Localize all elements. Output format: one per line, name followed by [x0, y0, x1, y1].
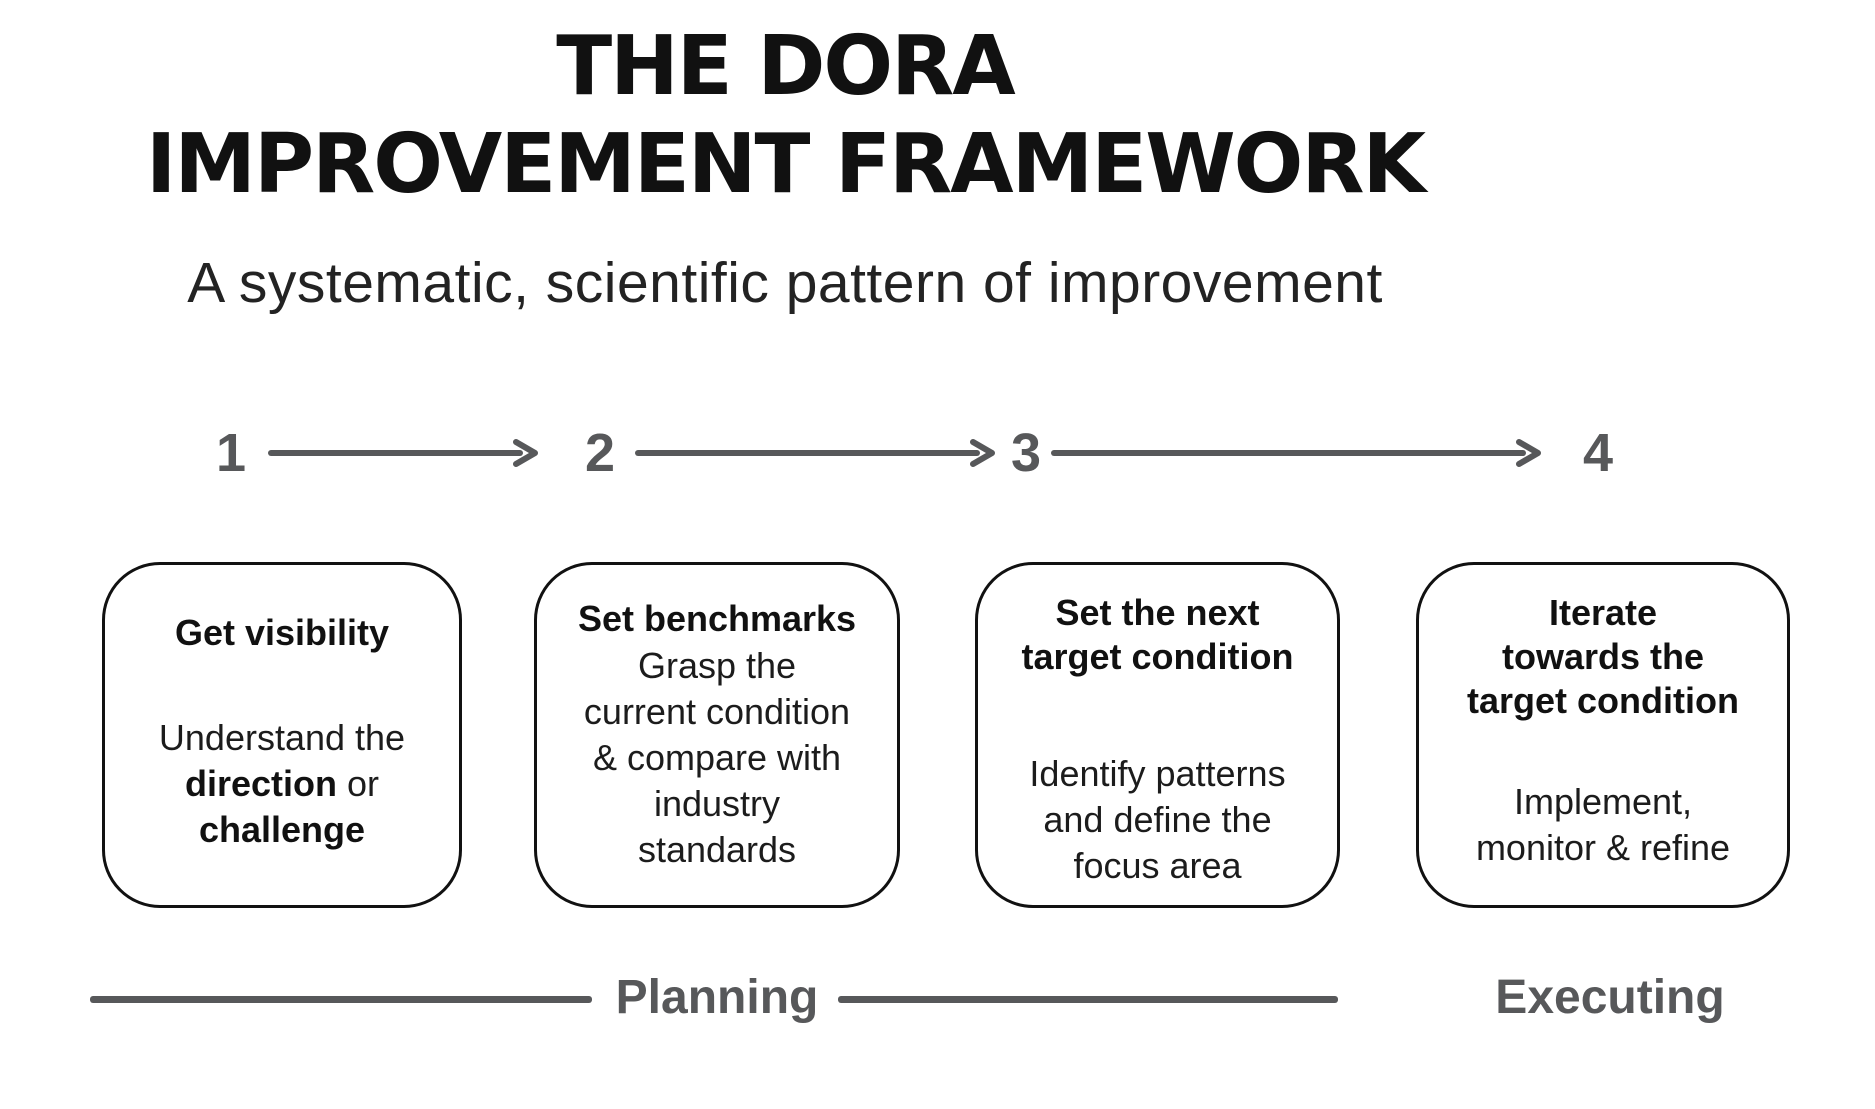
page-title: THE DORA IMPROVEMENT FRAMEWORK	[0, 18, 1570, 214]
step-1-number: 1	[215, 423, 247, 483]
planning-label: Planning	[615, 971, 819, 1024]
arrow-3-4-icon	[1051, 439, 1541, 467]
planning-line-left-segment	[90, 996, 592, 1003]
title-line-2: IMPROVEMENT FRAMEWORK	[145, 117, 1426, 212]
step-2-number: 2	[584, 423, 616, 483]
arrow-2-3-icon	[635, 439, 995, 467]
arrow-1-2-icon	[268, 439, 538, 467]
step-4-number: 4	[1582, 423, 1614, 483]
step-3-number: 3	[1010, 423, 1042, 483]
planning-line-right-segment	[838, 996, 1338, 1003]
header: THE DORA IMPROVEMENT FRAMEWORK A systema…	[0, 18, 1570, 316]
title-line-1: THE DORA	[556, 19, 1016, 114]
card-body: Implement,monitor & refine	[1475, 781, 1731, 868]
subtitle: A systematic, scientific pattern of impr…	[187, 251, 1383, 315]
card-title: Get visibility	[174, 612, 390, 653]
card-title: Set benchmarks	[577, 598, 857, 639]
executing-label: Executing	[1495, 971, 1725, 1024]
